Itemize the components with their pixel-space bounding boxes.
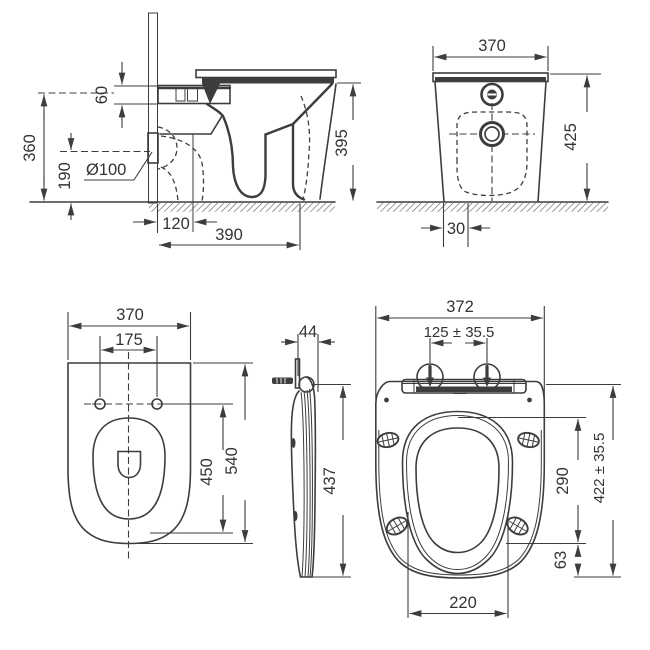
dim-outlet-center-height: 190 <box>56 133 75 220</box>
hinge-bolt-right <box>473 363 501 391</box>
dim-wall-to-trap: 120 <box>133 204 217 233</box>
ground-hatch <box>377 202 608 212</box>
dim-label-390: 390 <box>215 226 243 244</box>
screw-dot <box>384 397 389 403</box>
seat-bumper-profile <box>291 438 296 448</box>
seat-plan-outline <box>375 380 546 579</box>
dim-seat-width: 372 <box>375 298 545 400</box>
dim-edge-offset: 30 <box>421 203 490 247</box>
dim-hinge-width: 44 <box>281 323 335 392</box>
dim-pan-top-width: 370 <box>432 37 549 71</box>
dim-label-290: 290 <box>554 467 572 495</box>
dim-seat-overall-length: 422 ± 35.5 <box>546 383 621 578</box>
dim-label-370-plan: 370 <box>116 306 144 324</box>
view-seat-plan: 372 125 ± 35.5 290 63 <box>375 298 621 618</box>
dim-label-437: 437 <box>321 467 339 495</box>
view-pan-plan: 370 175 450 540 <box>67 306 253 560</box>
flush-outlet <box>117 450 142 479</box>
dim-label-395: 395 <box>333 129 351 157</box>
dim-label-63: 63 <box>552 551 570 569</box>
dim-label-450: 450 <box>198 458 216 486</box>
seat-ring <box>401 410 514 575</box>
dim-wall-to-front: 390 <box>159 204 301 250</box>
seat-bumper <box>517 431 540 449</box>
outlet-hole <box>479 121 505 147</box>
seat-lid-profile <box>195 69 337 79</box>
dim-pan-height: 425 <box>550 73 601 201</box>
dim-label-190: 190 <box>56 162 74 190</box>
ground-hatch <box>149 202 335 212</box>
seat-profile-contours <box>300 388 313 578</box>
pan-right-edge <box>537 81 547 203</box>
seat-bumper <box>385 516 409 536</box>
dim-label-425: 425 <box>562 123 580 151</box>
seat-bumper <box>376 431 400 449</box>
fixing-outline-hidden <box>456 111 528 197</box>
dim-label-175: 175 <box>115 331 143 349</box>
dim-outlet-diameter: Ø100 <box>84 151 153 181</box>
dim-seat-front-width: 220 <box>407 512 509 618</box>
dim-ring-length: 290 <box>458 416 586 545</box>
dim-label-30: 30 <box>447 220 465 238</box>
hinge-bolt <box>272 377 293 384</box>
dim-inlet-pipe-height: 60 <box>93 62 158 128</box>
seat-bumper-profile <box>293 511 298 521</box>
pan-left-edge <box>434 81 445 203</box>
dim-hinge-spacing: 125 ± 35.5 <box>424 324 495 363</box>
dim-label-120: 120 <box>162 215 190 233</box>
water-inlet <box>480 82 504 107</box>
dim-label-422: 422 ± 35.5 <box>591 433 608 504</box>
seat-fixing-holes <box>84 398 173 410</box>
dim-overall-depth: 540 <box>133 362 253 545</box>
seat-hinge-profile <box>202 83 220 104</box>
hinge-bolt-left <box>416 363 444 391</box>
bowl-section-curves <box>159 82 337 232</box>
trap-hidden-lines <box>157 95 311 202</box>
dim-label-540: 540 <box>223 447 241 475</box>
dim-label-360: 360 <box>21 134 39 162</box>
wall-outlet-opening <box>147 132 159 164</box>
wall-hatch <box>148 12 158 204</box>
dim-label-44: 44 <box>299 323 317 341</box>
view-seat-profile: 44 437 <box>272 323 351 578</box>
seat-ring-profile <box>202 78 334 84</box>
screw-dot <box>527 397 532 403</box>
dim-rear-offset: 63 <box>552 545 582 576</box>
view-pan-side-section: 360 60 190 Ø100 120 <box>21 12 361 250</box>
dim-rim-height: 395 <box>333 82 361 201</box>
dim-seat-hole-spacing: 175 <box>99 331 158 397</box>
dim-label-370-front: 370 <box>478 37 506 55</box>
dim-label-125: 125 ± 35.5 <box>424 324 495 341</box>
dim-label-o100: Ø100 <box>86 161 126 179</box>
dim-inlet-center-height: 360 <box>21 94 48 201</box>
bowl-outline <box>92 417 166 520</box>
dim-pan-width: 370 <box>67 306 192 360</box>
hinge-bar <box>401 378 527 394</box>
dim-seat-length-side: 437 <box>304 383 351 578</box>
dim-label-372: 372 <box>446 298 474 316</box>
dim-label-220: 220 <box>449 594 477 612</box>
pan-plan-outline <box>67 362 192 545</box>
dim-label-60: 60 <box>93 86 111 104</box>
view-pan-front-elevation: 370 425 30 <box>376 37 609 247</box>
inlet-pipe <box>157 84 231 105</box>
dim-holes-to-front: 450 <box>150 403 233 534</box>
